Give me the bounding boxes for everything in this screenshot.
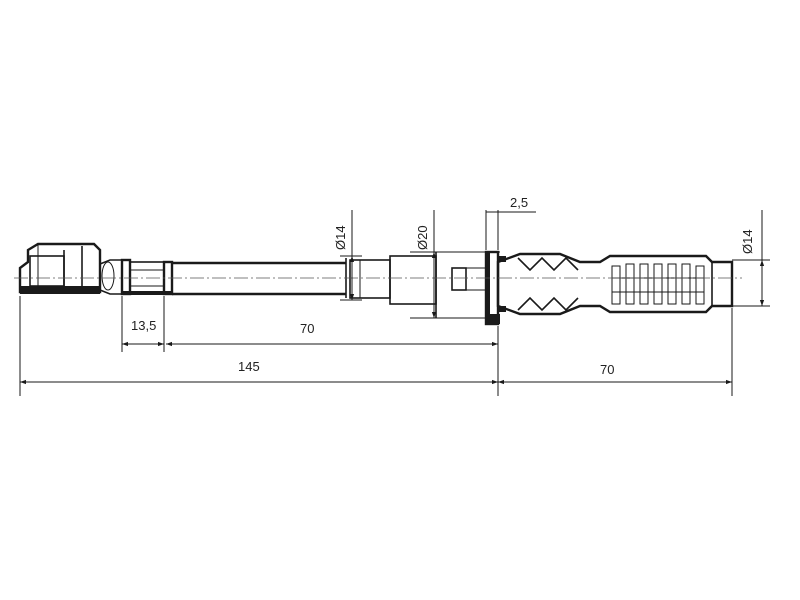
dim-collar-diameter: Ø20 [415, 225, 430, 250]
dim-total-length: 145 [238, 359, 260, 374]
dimension-lines [20, 210, 765, 385]
dim-rod-length: 70 [300, 321, 314, 336]
extension-lines [19, 210, 770, 396]
dim-plug-diameter: Ø14 [740, 229, 755, 254]
screw-neck [99, 258, 174, 296]
dim-plug-length: 70 [600, 362, 614, 377]
dim-rod-diameter: Ø14 [333, 225, 348, 250]
screw-head [18, 242, 102, 294]
dim-head-length: 13,5 [131, 318, 156, 333]
plug-body [496, 252, 734, 316]
dim-washer: 2,5 [510, 195, 528, 210]
plug-ribs [611, 263, 705, 305]
collar [389, 252, 486, 318]
